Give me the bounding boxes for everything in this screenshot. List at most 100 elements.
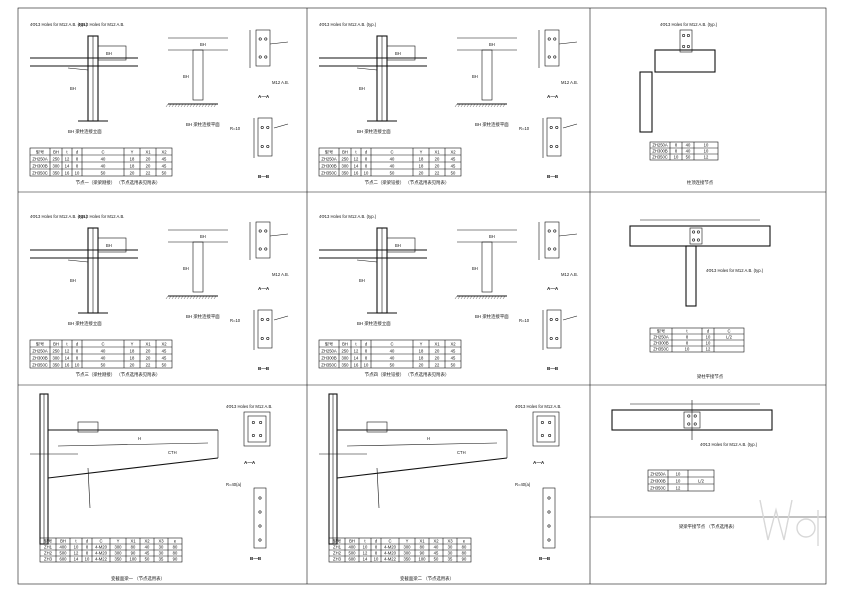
bolt-hole xyxy=(696,238,700,242)
table-header-cell: t xyxy=(364,539,366,544)
ground-hatch xyxy=(469,103,473,108)
bb-plate xyxy=(542,487,556,549)
panel-caption: 梁柱平接节点 xyxy=(697,373,724,380)
table-cell: 90 xyxy=(131,551,136,556)
bolt-hole xyxy=(258,247,262,251)
bolt-hole xyxy=(687,414,691,418)
table-header-cell: t xyxy=(355,150,357,155)
section-aa-label: A—A xyxy=(258,286,270,291)
ground-hatch xyxy=(186,103,190,108)
beam-end xyxy=(386,45,416,61)
end-plate xyxy=(689,227,703,245)
table-cell: ZH250A xyxy=(653,335,669,340)
callout-holes: 4Φ13 Holes for M12 A.B. (typ.) xyxy=(30,22,88,27)
table-cell: ZH3 xyxy=(44,557,53,562)
beam xyxy=(629,225,771,247)
bolt-hole xyxy=(682,33,686,37)
aa-outline xyxy=(243,411,271,447)
ground-hatch xyxy=(189,103,193,108)
table-cell: 10 xyxy=(706,341,711,346)
table-cell: 20 xyxy=(435,349,440,354)
plan-beam-label: BH xyxy=(200,234,206,239)
table-cell: 18 xyxy=(419,157,424,162)
table-cell: 20 xyxy=(419,363,424,368)
ground-hatch xyxy=(171,295,175,300)
table-cell: 10 xyxy=(706,335,711,340)
ground-hatch xyxy=(213,295,217,300)
plan-column xyxy=(481,241,493,293)
table-cell: 30 xyxy=(448,551,453,556)
bolt-hole xyxy=(260,336,264,340)
table-cell: 10 xyxy=(85,557,90,562)
ground-hatch xyxy=(490,103,494,108)
table-cell: 14 xyxy=(363,557,368,562)
ground-hatch xyxy=(457,295,461,300)
table-cell: 4-M20 xyxy=(384,551,397,556)
ground-hatch xyxy=(177,295,181,300)
ground-hatch xyxy=(490,295,494,300)
callout-holes: 4Φ13 Holes for M12 A.B. xyxy=(515,404,561,409)
table-cell: ZH350C xyxy=(321,363,337,368)
table-cell: 30 xyxy=(159,551,164,556)
ground-hatch xyxy=(472,295,476,300)
table-cell: 20 xyxy=(146,157,151,162)
bolt-hole xyxy=(260,126,264,130)
callout-holes: 4Φ13 Holes for M12 A.B. (typ.) xyxy=(706,268,764,273)
table-cell: 20 xyxy=(435,356,440,361)
plan-beam-label: BH xyxy=(489,234,495,239)
table-header-cell: Y xyxy=(406,539,409,544)
table-cell: 12 xyxy=(65,157,70,162)
table-cell: 12 xyxy=(706,347,711,352)
aa-bolt-label: M12 A.B. xyxy=(272,80,289,85)
ground-hatch xyxy=(165,295,169,300)
ground-hatch xyxy=(478,295,482,300)
table-cell: 350 xyxy=(115,557,123,562)
ground-hatch xyxy=(171,103,175,108)
cap-beam xyxy=(654,49,716,73)
table-cell: 250 xyxy=(53,349,61,354)
table-cell: 40 xyxy=(101,157,106,162)
callout-holes-secondary: 4Φ13 Holes for M12 A.B. xyxy=(78,214,124,219)
beam-tag: CTH xyxy=(168,450,177,455)
ground-hatch xyxy=(180,103,184,108)
elev-member-label: BH xyxy=(359,86,365,91)
table-header-cell: BH xyxy=(53,150,59,155)
ground-hatch xyxy=(499,295,503,300)
ground-hatch xyxy=(174,295,178,300)
bolt-hole xyxy=(540,420,544,424)
table-cell: 8 xyxy=(365,349,368,354)
bolt-hole xyxy=(686,33,690,37)
bb-plate xyxy=(253,487,267,549)
table-header-cell: e xyxy=(174,539,177,544)
ground-hatch xyxy=(466,103,470,108)
table-header-cell: X1 xyxy=(434,150,440,155)
aa-bolt-label: M12 A.B. xyxy=(561,272,578,277)
ground-hatch xyxy=(496,295,500,300)
table-cell: 45 xyxy=(451,164,456,169)
bolt-hole xyxy=(258,37,262,41)
table-cell: 16 xyxy=(65,363,70,368)
table-cell: 40 xyxy=(390,157,395,162)
end-plate xyxy=(544,221,560,259)
table-header-cell: d xyxy=(76,150,79,155)
stiffener xyxy=(67,67,89,71)
ground-hatch xyxy=(195,295,199,300)
table-header-cell: t xyxy=(66,150,68,155)
table-header-cell: C xyxy=(388,539,391,544)
callout-holes-secondary: 4Φ13 Holes for M12 A.B. xyxy=(78,22,124,27)
table-cell: ZH1 xyxy=(44,545,53,550)
table-header-cell: X2 xyxy=(161,342,167,347)
table-cell: ZH350C xyxy=(650,486,666,491)
plan-caption: BH 梁柱连接平面 xyxy=(186,313,220,320)
end-plate xyxy=(544,29,560,67)
bolt-hole xyxy=(548,420,552,424)
section-bb-label: B—B xyxy=(547,174,559,179)
table-cell: 10 xyxy=(363,545,368,550)
table-cell: 22 xyxy=(146,363,151,368)
ground-hatch xyxy=(460,103,464,108)
table-cell: 12 xyxy=(354,157,359,162)
